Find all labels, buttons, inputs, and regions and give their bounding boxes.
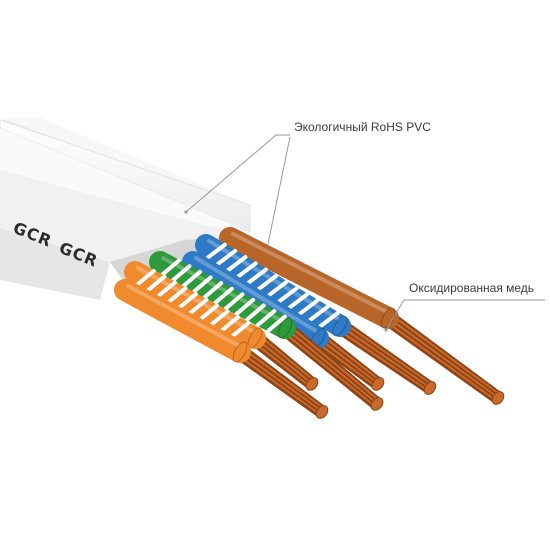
wire-orange-white: [124, 261, 319, 391]
copper-strands: [279, 321, 384, 411]
wire-orange-solid: [114, 279, 329, 419]
insulation-annotation: Экологичный RoHS PVC: [184, 120, 431, 245]
wire-insulation: [114, 279, 251, 363]
wire-stripes: [205, 242, 340, 328]
insulation-leader-line-2: [267, 136, 291, 245]
copper-strands: [234, 345, 329, 419]
insulation-leader-line: [185, 134, 290, 213]
copper-strands: [334, 319, 437, 395]
wire-blue-solid: [182, 251, 385, 391]
copper-leader-dot: [384, 328, 388, 332]
insulation-label: Экологичный RoHS PVC: [294, 120, 431, 134]
copper-annotation: Оксидированная медь: [384, 281, 545, 332]
wire-group: [114, 227, 505, 419]
wire-stripes: [135, 268, 251, 339]
copper-label: Оксидированная медь: [409, 281, 534, 295]
wire-blue-white: [195, 234, 437, 395]
copper-strands: [382, 311, 505, 405]
wire-green-white: [149, 251, 384, 411]
wire-insulation: [219, 227, 399, 329]
wire-stripes: [160, 258, 287, 333]
copper-strands: [249, 331, 319, 391]
wire-brown-solid: [219, 227, 505, 405]
insulation-leader-dot: [184, 210, 188, 214]
copper-leader-line: [385, 299, 545, 331]
